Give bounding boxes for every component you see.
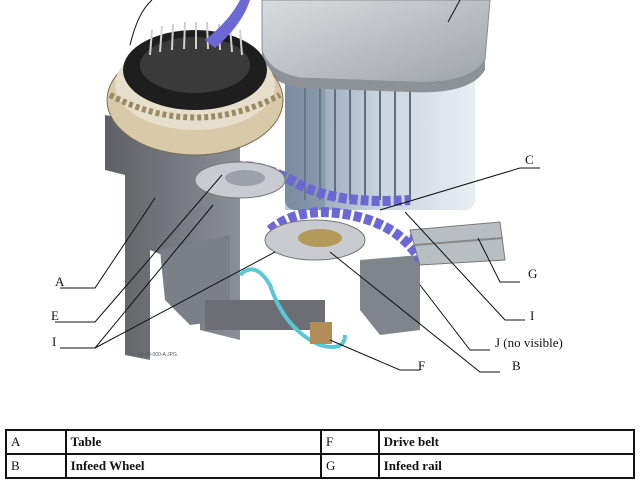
callout-a: A <box>55 274 65 289</box>
callout-i-right: I <box>530 308 535 323</box>
callout-g: G <box>528 266 538 281</box>
callout-j: J (no visible) <box>495 335 563 350</box>
top-hood <box>261 0 491 93</box>
callout-i-left: I <box>52 334 57 349</box>
legend-table: A Table F Drive belt B Infeed Wheel G In… <box>5 429 636 479</box>
legend-key: G <box>319 453 380 479</box>
callout-b: B <box>512 358 521 373</box>
legend-key: F <box>319 429 380 455</box>
tank <box>285 60 475 210</box>
infeed-wheel <box>264 219 366 261</box>
legend-desc: Infeed rail <box>377 453 636 479</box>
cap-carousel <box>106 21 284 156</box>
legend-key: B <box>5 453 67 479</box>
legend-row: B Infeed Wheel G Infeed rail <box>5 453 636 479</box>
legend-desc: Infeed Wheel <box>64 453 322 479</box>
infeed-rail <box>409 221 506 266</box>
callout-e: E <box>51 308 59 323</box>
figure-id: 00-00-000-A.JPG <box>138 352 177 358</box>
star-wheel <box>194 161 286 199</box>
leader-lines <box>55 0 540 373</box>
legend-desc: Table <box>64 429 322 455</box>
legend-row: A Table F Drive belt <box>5 429 636 455</box>
drive-belt <box>238 267 347 349</box>
legend-desc: Drive belt <box>377 429 636 455</box>
callout-f: F <box>418 358 426 373</box>
legend-key: A <box>5 429 67 455</box>
callout-c: C <box>525 152 534 167</box>
machine-illustration <box>55 0 540 373</box>
